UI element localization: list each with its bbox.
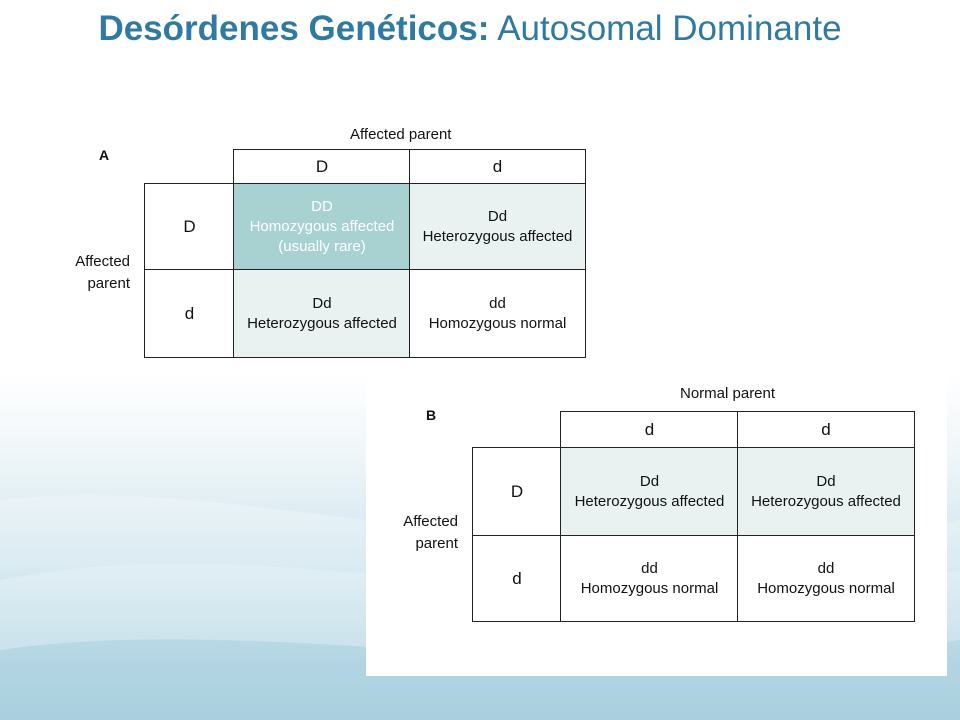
panel-b-cell-4-genotype: dd [817,559,835,577]
panel-b-cell-heterozygous-right: Dd Heterozygous affected [737,447,915,537]
panel-a-cell-dd-heterozygous-top: Dd Heterozygous affected [409,183,586,271]
panel-a-row-allele-1: D [144,183,235,271]
panel-b-row-allele-1: D [472,447,562,537]
punnett-square-a: A Affected parent Affected parent D d D … [38,101,618,375]
slide-title: Desórdenes Genéticos: Autosomal Dominant… [0,4,940,54]
panel-a-cell-dd-heterozygous-bottom: Dd Heterozygous affected [233,269,411,358]
panel-b-row-parent-label-line1: Affected [403,513,458,530]
panel-a-row-parent-label-line2: parent [87,275,130,292]
panel-a-cell-4-line1: Homozygous normal [428,314,567,332]
panel-b-cell-2-line1: Heterozygous affected [751,493,901,510]
slide-title-rest: Autosomal Dominante [489,9,842,48]
panel-b-letter: B [426,407,437,423]
panel-a-cell-1-line2: (usually rare) [278,238,366,255]
panel-b-row-allele-2: d [472,535,562,622]
punnett-square-b: B Normal parent Affected parent d d D d … [366,371,947,676]
slide-title-bold: Desórdenes Genéticos: [98,9,490,48]
panel-a-cell-2-line1: Heterozygous affected [422,228,573,245]
panel-a-column-allele-2: d [409,149,586,185]
panel-b-cell-3-genotype: dd [641,559,658,577]
panel-a-cell-4-genotype: dd [489,294,506,312]
panel-b-column-parent-label: Normal parent [680,385,776,402]
panel-b-cell-2-genotype: Dd [816,473,836,490]
panel-a-cell-1-line1: Homozygous affected [249,218,395,235]
panel-b-cell-heterozygous-left: Dd Heterozygous affected [560,447,739,537]
panel-a-cell-3-line1: Heterozygous affected [247,314,397,332]
panel-b-cell-1-genotype: Dd [639,473,660,490]
panel-b-column-allele-2: d [737,411,915,449]
panel-b-cell-3-line1: Homozygous normal [580,579,719,597]
panel-a-row-parent-label-line1: Affected [75,253,130,270]
panel-b-cell-1-line1: Heterozygous affected [574,493,725,510]
panel-a-letter: A [99,147,110,163]
panel-b-column-allele-1: d [560,411,739,449]
panel-a-column-parent-label: Affected parent [350,126,452,143]
panel-b-row-parent-label-line2: parent [415,535,458,552]
panel-a-cell-dd-homozygous: DD Homozygous affected (usually rare) [233,183,411,271]
panel-a-row-parent-label: Affected parent [64,251,130,295]
panel-b-row-parent-label: Affected parent [390,511,458,555]
panel-a-cell-3-genotype: Dd [312,294,332,312]
panel-b-cell-normal-left: dd Homozygous normal [560,535,739,622]
panel-b-cell-4-line1: Homozygous normal [757,579,895,597]
panel-a-cell-1-genotype: DD [311,198,333,215]
panel-a-column-allele-1: D [233,149,411,185]
panel-a-cell-dd-normal: dd Homozygous normal [409,269,586,358]
panel-b-cell-normal-right: dd Homozygous normal [737,535,915,622]
panel-a-cell-2-genotype: Dd [487,208,508,225]
panel-a-row-allele-2: d [144,269,235,358]
